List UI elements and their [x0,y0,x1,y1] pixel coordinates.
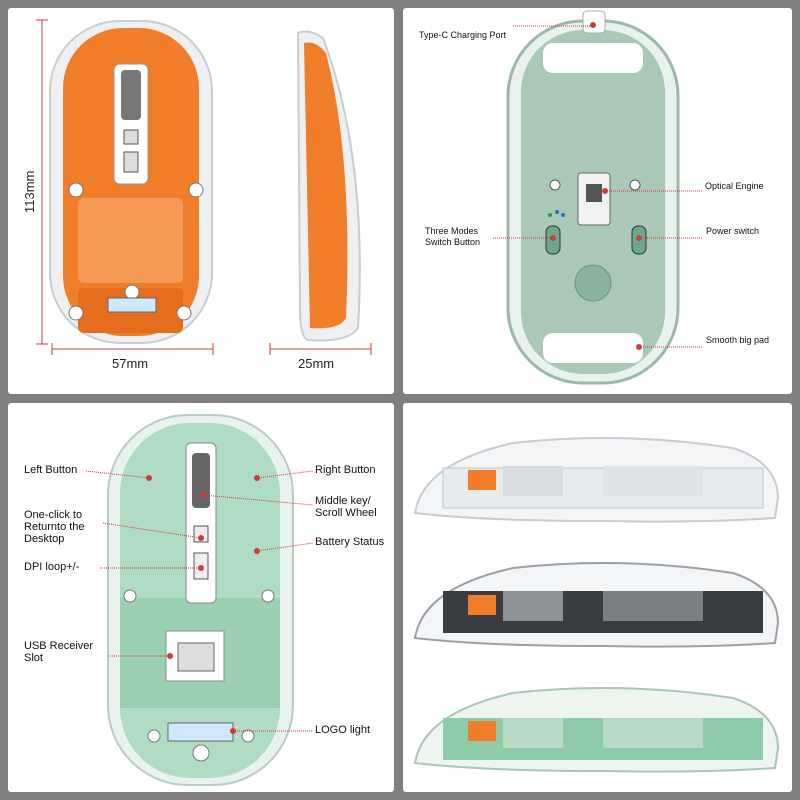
label-power: Power switch [706,226,760,236]
label-battery: Battery Status [315,536,385,548]
side-profile-mint [413,687,780,773]
bottom-glide-pad [543,333,643,363]
label-middle-key: Middle key/ Scroll Wheel [315,495,377,519]
label-three-modes: Three Modes Switch Button [425,226,481,247]
orange-mouse-illustration [36,19,372,355]
mouse-top-illustration [85,414,314,786]
side-profiles-illustration [413,437,780,773]
top-glide-pad [543,43,643,73]
panel-dimensions: 113mm 57mm 25mm [8,8,394,394]
mouse-bottom-illustration [493,10,703,385]
logo-light-plate [167,722,234,742]
label-right-button: Right Button [315,464,376,476]
label-pad: Smooth big pad [706,335,770,345]
side-profile-dark [413,562,780,648]
label-usb: USB Receiver Slot [24,640,94,664]
logo-plate [107,297,157,313]
panel-bottom-view: Type-C Charging Port Optical Engine Thre… [403,8,792,394]
dim-height: 113mm [22,170,37,213]
label-logo-light: LOGO light [315,724,371,736]
typec-port [582,10,606,34]
dim-depth: 25mm [298,356,335,371]
label-left-button: Left Button [24,464,78,476]
label-optical: Optical Engine [705,181,764,191]
label-one-click: One-click to Returnto the Desktop [24,509,85,545]
panel-top-view: Left Button Right Button One-click to Re… [8,403,394,792]
panel-side-profiles [403,403,792,792]
dim-width: 57mm [112,356,149,371]
side-profile-clear [413,437,780,523]
label-dpi: DPI loop+/- [24,561,80,573]
label-typec: Type-C Charging Port [419,30,507,40]
